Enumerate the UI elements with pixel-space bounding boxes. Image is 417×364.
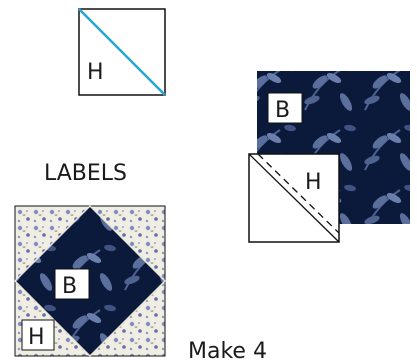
seam-line [89,205,166,282]
seam-line [89,280,166,357]
background-letter-box [267,92,303,124]
seam-line [14,205,91,282]
template-square: H [78,8,166,96]
seam-line [14,280,91,357]
make-note: Make 4 [188,339,267,364]
stitch-line-dashed [257,153,340,234]
stitch-demo: B H [248,71,410,243]
corner-letter-box [21,319,55,351]
labels-caption: LABELS [44,161,127,186]
center-letter: B [62,274,77,299]
corner-letter: H [28,325,45,350]
background-letter: B [275,98,290,123]
diagonal-line [78,8,166,96]
center-letter-box [54,268,90,300]
overlay-letter: H [305,170,322,195]
finished-block: B H [14,205,166,357]
diagonal-line-solid [248,153,340,243]
template-letter: H [87,60,104,85]
